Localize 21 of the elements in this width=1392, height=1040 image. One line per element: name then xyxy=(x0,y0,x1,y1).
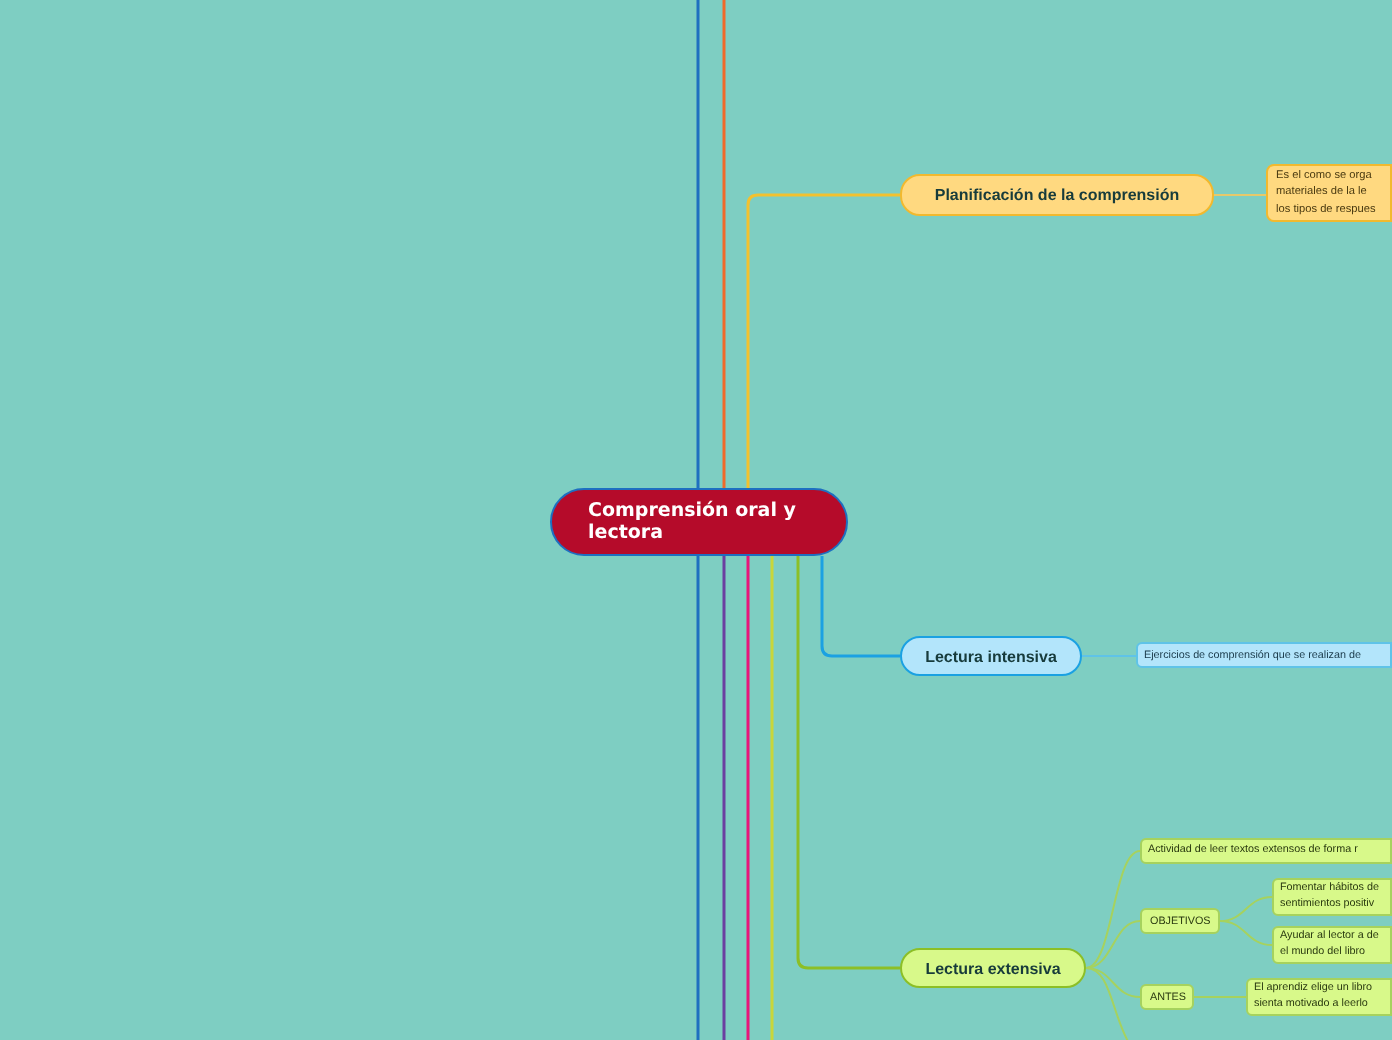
connector-line xyxy=(1213,194,1267,196)
connector-line xyxy=(746,556,750,1040)
connector-line xyxy=(722,556,726,1040)
topic-pill: Lectura intensiva xyxy=(900,636,1082,676)
topic-pill: Lectura extensiva xyxy=(900,948,1086,988)
central-topic: Comprensión oral y lectora xyxy=(550,488,848,556)
connector-line xyxy=(796,556,900,970)
connector-line xyxy=(1081,655,1137,657)
connector-line xyxy=(1085,920,1141,969)
topic-pill: Planificación de la comprensión xyxy=(900,174,1214,216)
connector-line xyxy=(1085,967,1133,1040)
connector-line xyxy=(1085,850,1141,969)
connector-line xyxy=(722,0,726,488)
connector-line xyxy=(746,193,900,488)
connector-line xyxy=(820,556,900,658)
connector-line xyxy=(1193,996,1247,998)
connector-line xyxy=(770,556,774,1040)
connector-line xyxy=(696,0,700,488)
connector-line xyxy=(1219,920,1273,946)
connector-line xyxy=(1085,967,1141,998)
connector-line xyxy=(696,556,700,1040)
